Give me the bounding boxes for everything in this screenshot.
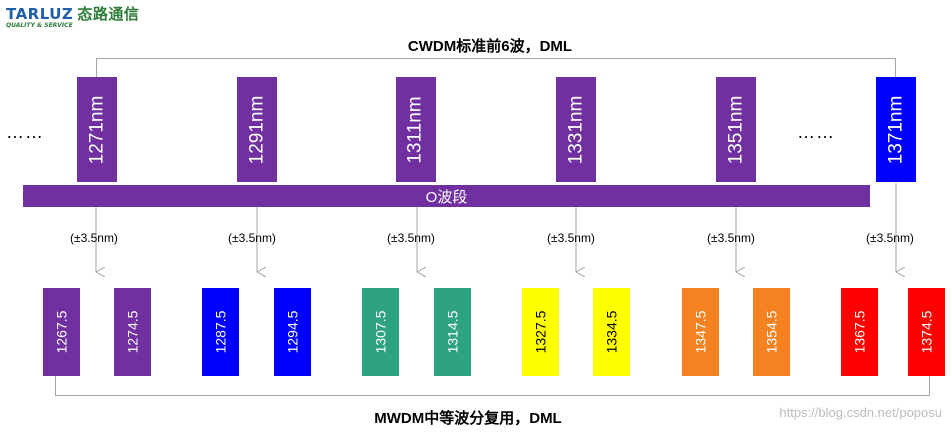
mwdm-channel-label: 1314.5 [444, 310, 461, 354]
bottom-bracket-right [929, 376, 930, 396]
mwdm-title: MWDM中等波分复用，DML [374, 410, 562, 427]
mwdm-channel-11: 1367.5 [841, 288, 878, 376]
mwdm-channel-4: 1294.5 [274, 288, 311, 376]
tolerance-label-1: (±3.5nm) [70, 231, 118, 245]
bottom-bracket-left [55, 376, 56, 396]
mwdm-channel-3: 1287.5 [202, 288, 239, 376]
mwdm-channel-6: 1314.5 [434, 288, 471, 376]
tolerance-label-4: (±3.5nm) [547, 231, 595, 245]
tolerance-label-3: (±3.5nm) [387, 231, 435, 245]
tolerance-label-5: (±3.5nm) [707, 231, 755, 245]
mwdm-channel-12: 1374.5 [908, 288, 945, 376]
logo-brand: TARLUZ [6, 5, 74, 23]
watermark-url: https://blog.csdn.net/poposu [779, 405, 942, 420]
logo-brand-cn: 态路通信 [77, 5, 140, 23]
bottom-bracket-line [55, 395, 930, 396]
o-band-label: O波段 [425, 188, 468, 206]
logo-tagline: QUALITY & SERVICE [6, 22, 73, 29]
mwdm-channel-label: 1307.5 [372, 310, 389, 354]
mwdm-channel-label: 1354.5 [763, 310, 780, 354]
tolerance-label-2: (±3.5nm) [228, 231, 276, 245]
mwdm-channel-label: 1287.5 [212, 310, 229, 354]
cwdm-title: CWDM标准前6波，DML [407, 38, 573, 55]
o-band-bar: O波段 [23, 185, 870, 207]
ellipsis-right: …… [797, 122, 835, 142]
mwdm-channel-8: 1334.5 [593, 288, 630, 376]
mwdm-channel-5: 1307.5 [362, 288, 399, 376]
mwdm-channel-label: 1334.5 [603, 310, 620, 354]
mwdm-channel-label: 1267.5 [53, 310, 70, 354]
mwdm-channel-9: 1347.5 [682, 288, 719, 376]
mwdm-channel-label: 1327.5 [532, 310, 549, 354]
cwdm-channel-2: 1291nm [237, 77, 277, 182]
mwdm-channel-label: 1374.5 [918, 310, 935, 354]
mwdm-channel-label: 1347.5 [692, 310, 709, 354]
mwdm-channel-10: 1354.5 [753, 288, 790, 376]
mwdm-channel-label: 1367.5 [851, 310, 868, 354]
ellipsis-left: …… [6, 122, 44, 142]
mwdm-channel-1: 1267.5 [43, 288, 80, 376]
cwdm-channel-5: 1351nm [716, 77, 756, 182]
top-bracket-right [895, 58, 896, 78]
tolerance-label-6: (±3.5nm) [866, 231, 914, 245]
cwdm-channel-6: 1371nm [876, 77, 916, 182]
cwdm-channel-4: 1331nm [556, 77, 596, 182]
cwdm-channel-1: 1271nm [77, 77, 117, 182]
top-bracket-left [96, 58, 97, 78]
cwdm-channel-3: 1311nm [396, 77, 436, 182]
mwdm-channel-7: 1327.5 [522, 288, 559, 376]
mwdm-channel-label: 1294.5 [284, 310, 301, 354]
mwdm-channel-label: 1274.5 [124, 310, 141, 354]
mwdm-channel-2: 1274.5 [114, 288, 151, 376]
top-bracket-line [96, 58, 896, 59]
